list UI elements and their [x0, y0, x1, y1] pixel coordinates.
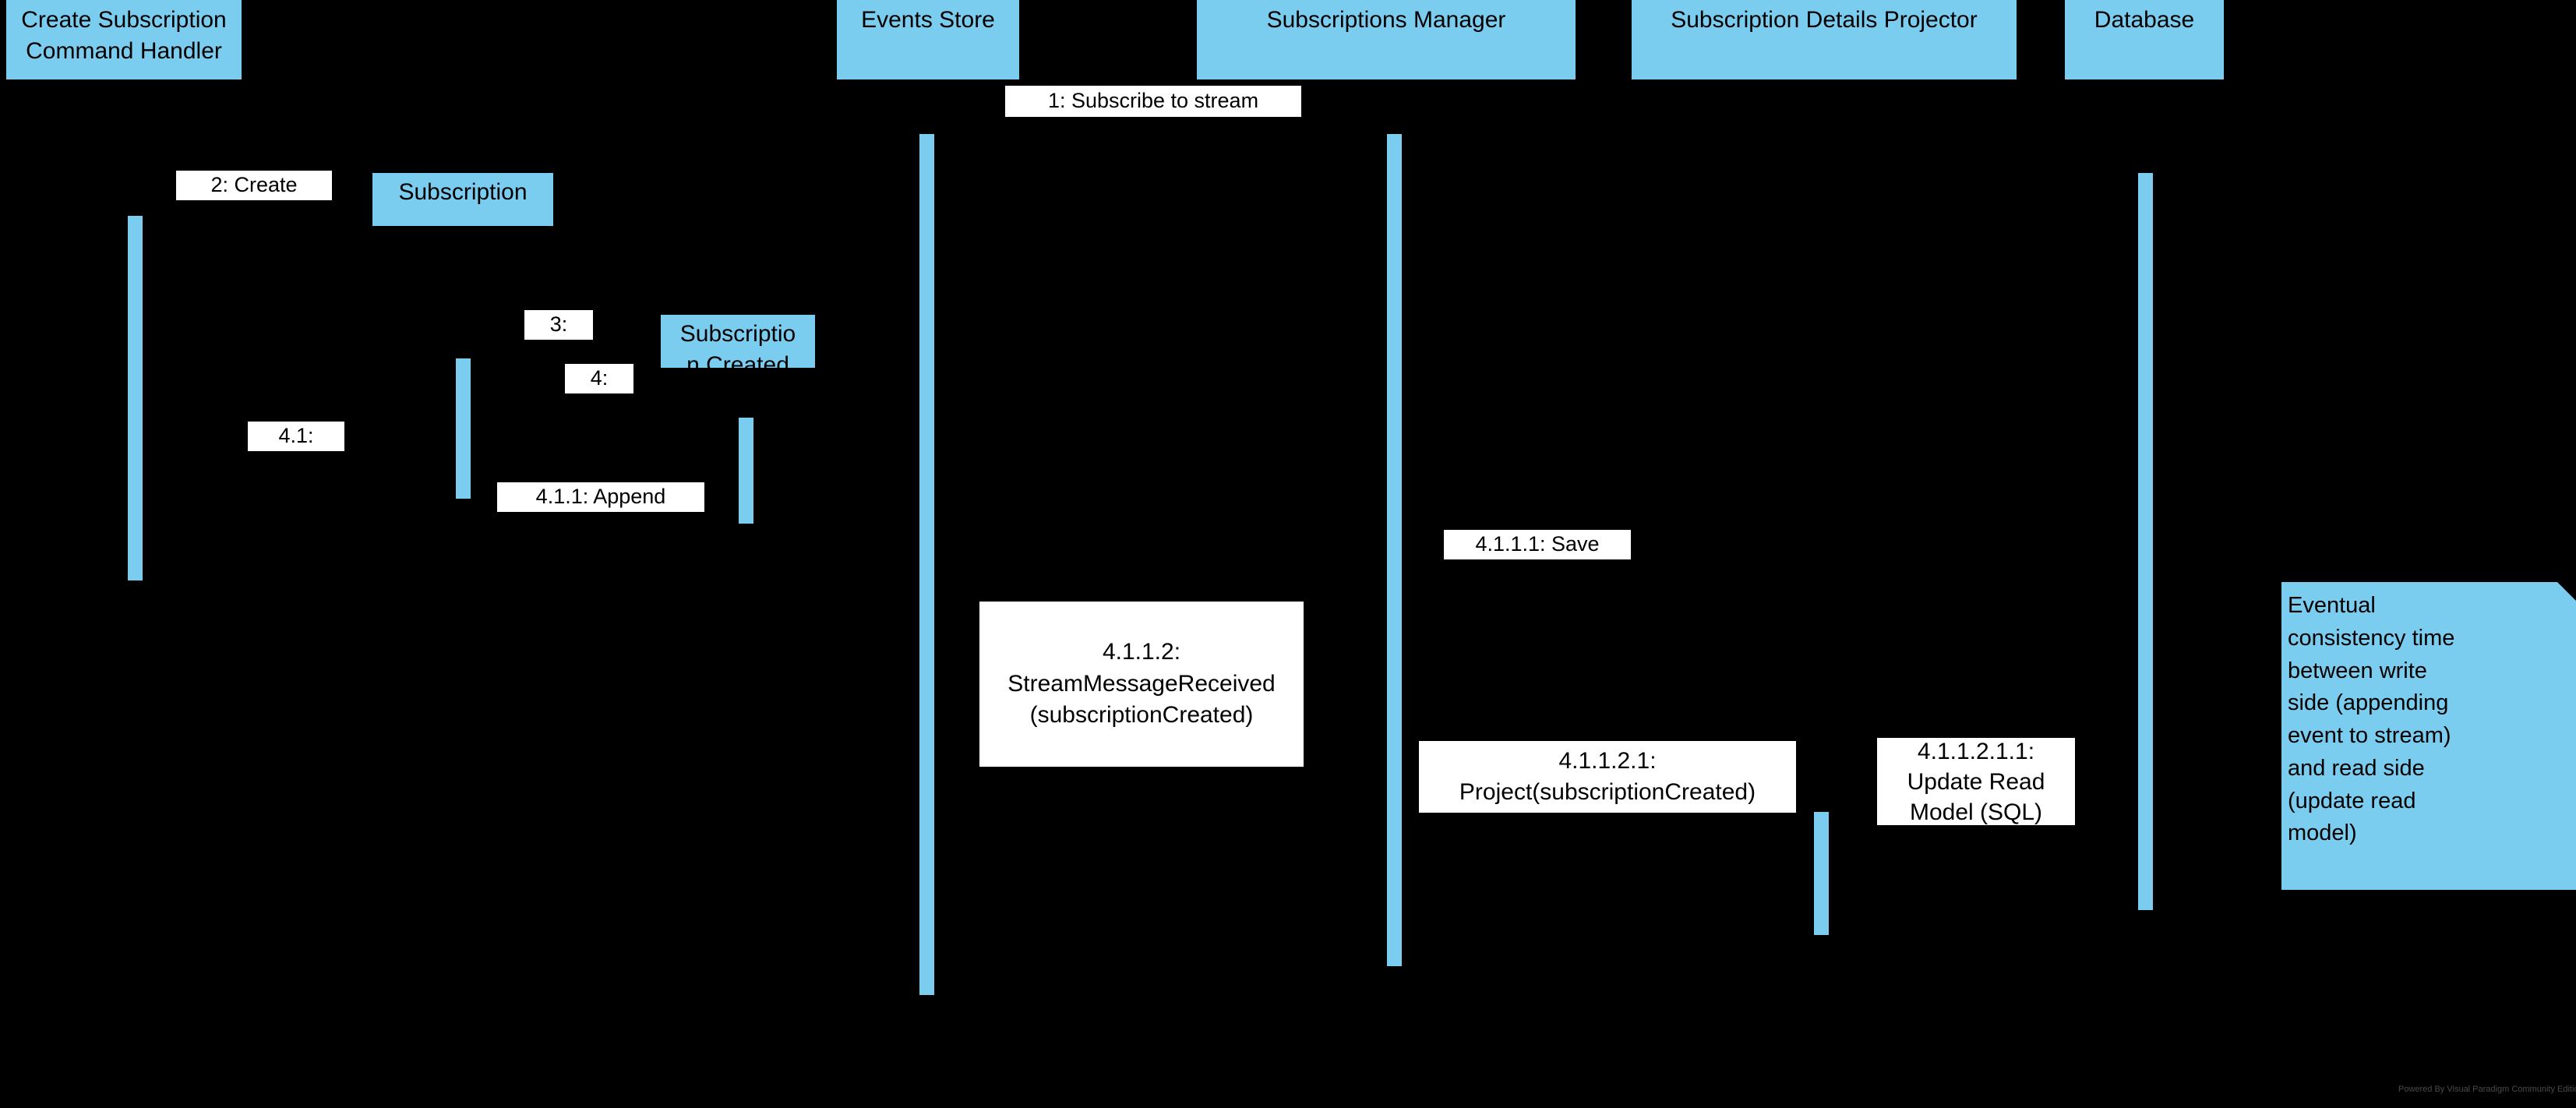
message-label-2-create[interactable]: 2: Create — [176, 171, 332, 200]
watermark-text: Powered By Visual Paradigm Community Edi… — [2398, 1084, 2576, 1094]
lifeline-create-subscription-command-handler[interactable]: Create Subscription Command Handler — [6, 0, 242, 79]
object-subscription-created[interactable]: Subscriptio n Created — [661, 315, 815, 368]
lifeline-subscriptions-manager[interactable]: Subscriptions Manager — [1197, 0, 1576, 79]
activation-bar-events-store — [919, 134, 934, 995]
message-label-4-1-1-2-stream-message-received[interactable]: 4.1.1.2: StreamMessageReceived (subscrip… — [979, 602, 1304, 767]
lifeline-subscription-details-projector[interactable]: Subscription Details Projector — [1632, 0, 2017, 79]
lifeline-database[interactable]: Database — [2065, 0, 2224, 79]
message-label-4[interactable]: 4: — [565, 364, 633, 393]
activation-bar-subscription-details-projector — [1814, 812, 1829, 935]
activation-bar-database — [2138, 173, 2153, 910]
message-label-3[interactable]: 3: — [524, 310, 593, 340]
activation-bar-subscription-object — [456, 358, 471, 499]
message-label-4-1-1-append[interactable]: 4.1.1: Append — [497, 482, 704, 512]
message-label-4-1-1-2-1-project[interactable]: 4.1.1.2.1: Project(subscriptionCreated) — [1419, 741, 1796, 813]
message-label-4-1-1-1-save[interactable]: 4.1.1.1: Save — [1444, 530, 1631, 559]
lifeline-events-store[interactable]: Events Store — [837, 0, 1019, 79]
message-label-4-1[interactable]: 4.1: — [248, 422, 344, 451]
activation-bar-subscription-created — [739, 418, 753, 524]
object-subscription[interactable]: Subscription — [372, 173, 553, 226]
activation-bar-command-handler — [128, 216, 143, 580]
message-label-4-1-1-2-1-1-update-read-model[interactable]: 4.1.1.2.1.1: Update Read Model (SQL) — [1877, 738, 2075, 825]
activation-bar-subscriptions-manager — [1387, 134, 1402, 966]
note-eventual-consistency[interactable]: Eventual consistency time between write … — [2281, 582, 2576, 890]
watermark: Powered By Visual Paradigm Community Edi… — [2398, 1084, 2576, 1094]
message-label-1-subscribe-to-stream[interactable]: 1: Subscribe to stream — [1005, 86, 1301, 117]
